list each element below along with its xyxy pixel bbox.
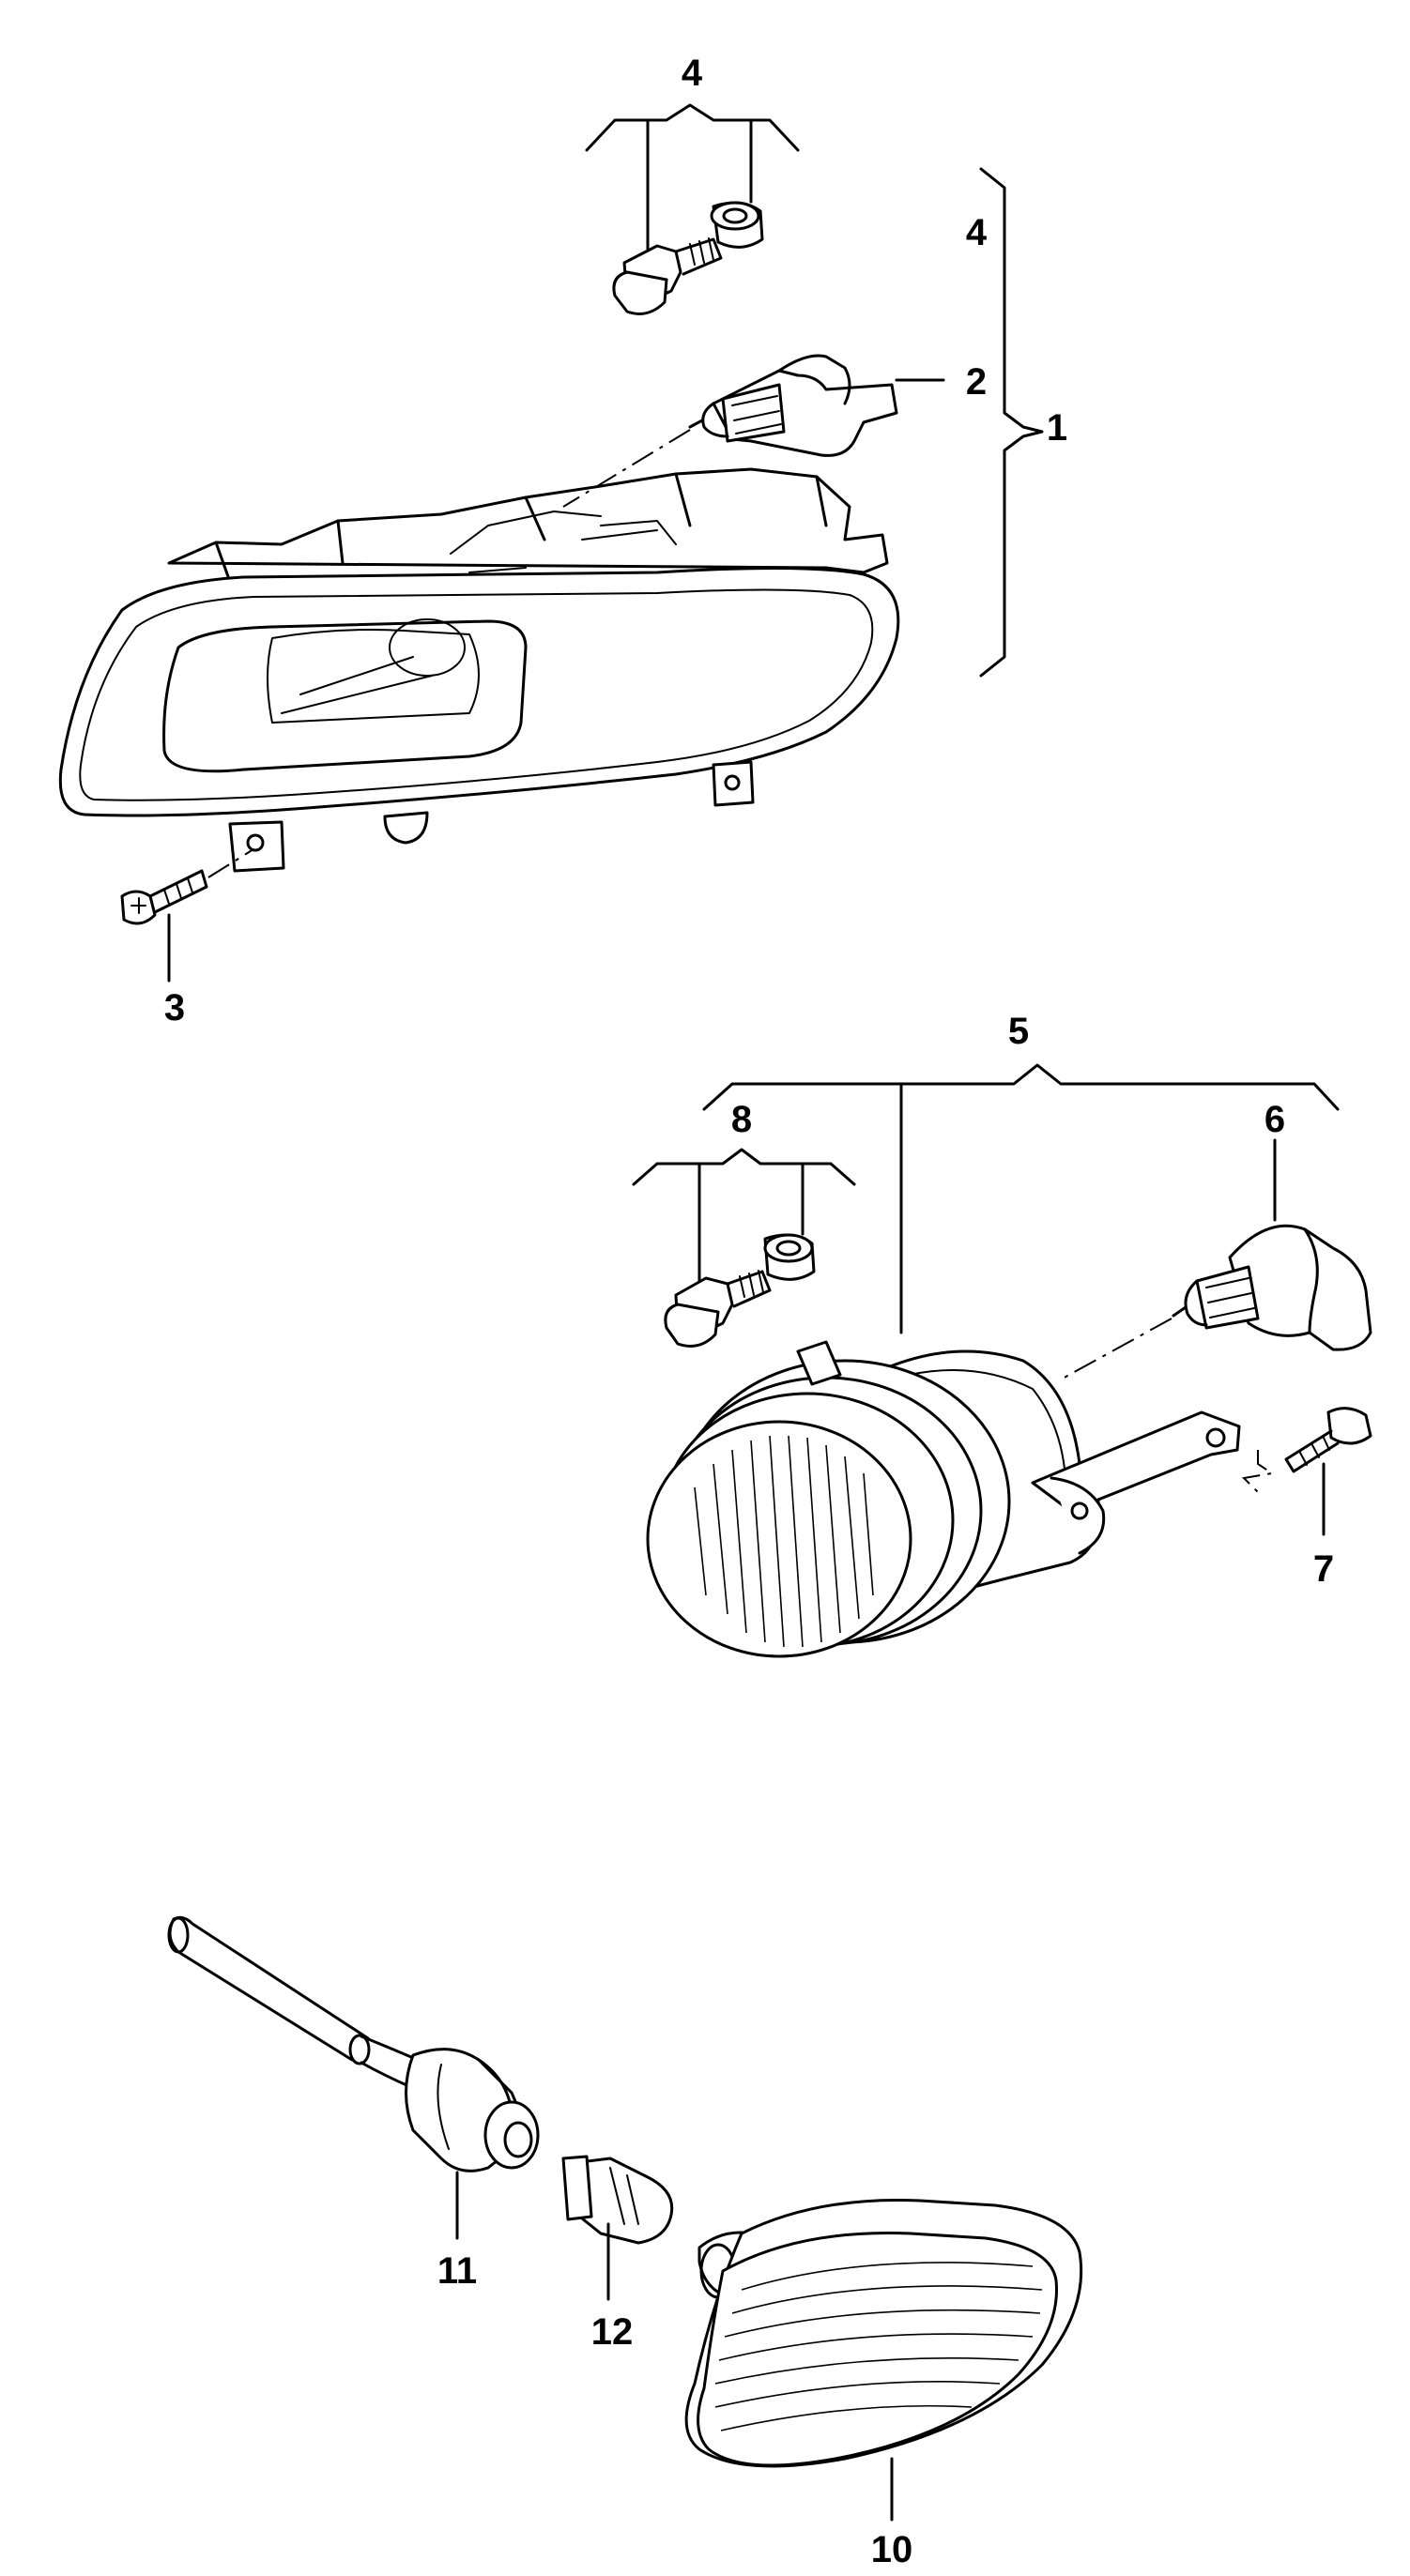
housing-screw [120,869,208,925]
round-lamp-screw [1284,1407,1372,1473]
round-lamp-adjuster-grommet [763,1233,816,1281]
lens-hatching [694,1435,874,1648]
round-lamp-bulb [1172,1224,1372,1351]
label-part-10: 10 [871,2529,913,2570]
label-part-7: 7 [1313,1548,1334,1590]
label-part-2: 2 [966,361,987,403]
label-part-12: 12 [591,2311,634,2353]
bulb-socket [405,2048,540,2172]
label-part-5: 5 [1008,1011,1029,1052]
round-lamp-adjuster-screw [664,1270,772,1348]
label-part-1: 1 [1047,407,1067,449]
label-part-8: 8 [731,1099,752,1140]
adjuster-grommet [710,201,764,249]
fog-lamp-housing [58,467,900,873]
label-part-3: 3 [164,987,185,1029]
side-marker-lamp [684,2198,1083,2468]
label-part-11: 11 [437,2250,477,2292]
label-part-4-top: 4 [682,53,703,94]
round-fog-lamp [646,1340,1241,1658]
adjuster-screw [612,237,723,315]
side-marker-cable [167,1915,420,2090]
side-marker-lens-ribs [714,2262,1043,2431]
label-part-6: 6 [1264,1099,1285,1140]
wedge-bulb [561,2155,674,2245]
fog-lamp-bulb [688,354,898,457]
label-part-4-right: 4 [966,212,988,253]
